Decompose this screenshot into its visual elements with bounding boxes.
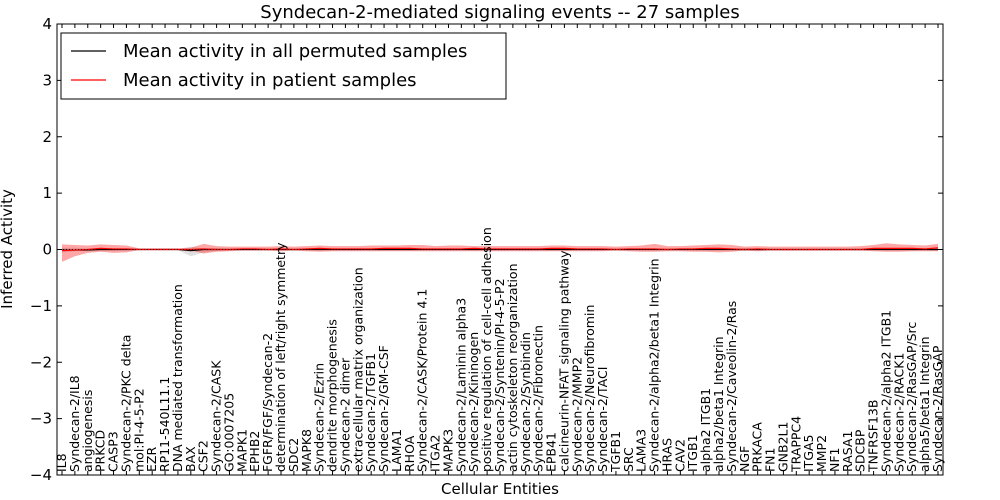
x-category-label: determination of left/right symmetry — [273, 242, 288, 472]
x-category-label: alpha2/beta1 Integrin — [711, 336, 726, 472]
x-category-label: Syndecan-2/Syntenin/PI-4-5-P2 — [492, 278, 507, 472]
x-category-label: SRC — [621, 447, 636, 472]
x-category-label: PRKACA — [750, 422, 765, 472]
x-category-label: CSF2 — [196, 440, 211, 472]
x-category-label: TNFRSF13B — [866, 400, 881, 473]
x-category-label: MAPK1 — [234, 429, 249, 472]
x-category-label: NF1 — [827, 447, 842, 472]
y-tick-label: 0 — [42, 241, 52, 259]
x-category-label: Syndecan-2/Neurofibromin — [582, 305, 597, 472]
x-category-label: SDC2 — [286, 438, 301, 472]
x-category-label: Syndecan-2/CASK — [209, 360, 224, 472]
series-line-1 — [61, 247, 939, 252]
x-category-label: EPHB2 — [247, 431, 262, 472]
x-category-label: IL8 — [54, 453, 69, 472]
x-category-label: BAX — [183, 446, 198, 472]
x-category-label: LAMA3 — [634, 429, 649, 472]
x-category-label: Syndecan-2/CASK/Protein 4.1 — [415, 289, 430, 472]
x-category-label: PRKCD — [93, 430, 108, 472]
y-tick-label: −2 — [30, 353, 52, 371]
x-category-label: FGFR/FGF/Syndecan-2 — [260, 333, 275, 472]
x-axis-ticks — [61, 24, 939, 475]
x-axis-label: Cellular Entities — [441, 480, 559, 498]
x-category-label: Syndecan-2/Caveolin-2/Ras — [724, 301, 739, 472]
x-category-label: NGF — [737, 446, 752, 472]
x-category-label: EPB41 — [544, 432, 559, 472]
x-category-label: alpha2 ITGB1 — [698, 388, 713, 472]
plot-area: −4 −3 −2 −1 0 1 2 3 4 IL8Syndecan-2/IL8angiogene… — [30, 15, 945, 484]
x-category-label: Syndecan-2/alpha2 ITGB1 — [878, 310, 893, 472]
legend-box — [60, 32, 507, 100]
x-category-label: extracellular matrix organization — [350, 267, 365, 472]
x-category-label: Syndecan-2/RasGAP — [930, 345, 945, 472]
x-category-label: Syndecan-2/RACK1 — [891, 353, 906, 472]
legend-label-permuted: Mean activity in all permuted samples — [123, 41, 467, 62]
x-category-label: dendrite morphogenesis — [325, 319, 340, 472]
x-category-label: HRAS — [659, 438, 674, 472]
x-category-label: FN1 — [763, 448, 778, 473]
x-category-label: Syndecan-2/RasGAP/Src — [904, 322, 919, 472]
x-category-label: alpha5/beta1 Integrin — [917, 336, 932, 472]
x-category-label: Syndecan-2/alpha2/beta1 Integrin — [647, 258, 662, 472]
x-category-label: TRAPPC4 — [788, 416, 803, 473]
x-category-label: Syndecan-2 dimer — [337, 357, 352, 472]
y-tick-label: 2 — [42, 128, 52, 146]
x-category-label: Syndecan-2/TGFB1 — [363, 353, 378, 472]
confidence-bands — [62, 243, 938, 262]
x-category-label: ITGB1 — [685, 434, 700, 472]
x-category-label: Syndecan-2/GM-CSF — [376, 345, 391, 472]
x-category-label: Syndecan-2/Synbindin — [518, 332, 533, 472]
x-category-label: CAV2 — [672, 439, 687, 472]
x-category-label: RASA1 — [840, 431, 855, 472]
legend: Mean activity in all permuted samples Me… — [60, 32, 507, 100]
y-tick-label: −4 — [30, 466, 52, 484]
x-axis-category-labels: IL8Syndecan-2/IL8angiogenesisPRKCDCASP3S… — [54, 227, 945, 473]
x-category-label: Syndecan-2/IL8 — [67, 375, 82, 472]
y-axis-label: Inferred Activity — [0, 189, 16, 309]
x-category-label: EZR — [144, 447, 159, 472]
y-tick-label: 1 — [42, 184, 52, 202]
x-category-label: RHOA — [402, 435, 417, 472]
y-tick-label: 4 — [42, 15, 52, 33]
plot-frame — [56, 23, 944, 476]
x-category-label: Syndecan-2/TACI — [595, 367, 610, 472]
x-category-label: Syndecan-2/Laminin alpha3 — [453, 298, 468, 472]
x-category-label: Syndecan-2/Kininogen — [466, 332, 481, 472]
x-category-label: GO:0007205 — [221, 393, 236, 472]
x-category-label: ITGA2 — [428, 434, 443, 472]
chart-title: Syndecan-2-mediated signaling events -- … — [260, 2, 739, 23]
y-axis-ticks: −4 −3 −2 −1 0 1 2 3 4 — [30, 15, 943, 484]
x-category-label: ITGA5 — [801, 434, 816, 472]
x-category-label: CASP3 — [106, 431, 121, 472]
x-category-label: RP11-540L11.1 — [157, 377, 172, 472]
x-category-label: Syndecan-2/MMP2 — [569, 357, 584, 472]
x-category-label: DNA mediated transformation — [170, 284, 185, 472]
x-category-label: MAPK3 — [440, 429, 455, 472]
y-tick-label: −1 — [30, 297, 52, 315]
x-category-label: Syndecan-2/Ezrin — [312, 363, 327, 472]
x-category-label: MAPK8 — [299, 429, 314, 472]
legend-label-patient: Mean activity in patient samples — [123, 70, 417, 91]
x-category-label: LAMA1 — [389, 429, 404, 472]
x-category-label: TGFB1 — [608, 431, 623, 473]
x-category-label: mol:PI-4-5-P2 — [131, 388, 146, 472]
x-category-label: positive regulation of cell-cell adhesio… — [479, 227, 494, 472]
x-category-label: Syndecan-2/Fibronectin — [531, 325, 546, 472]
x-category-label: actin cytoskeleton reorganization — [505, 263, 520, 472]
x-category-label: MMP2 — [814, 435, 829, 472]
x-category-label: SDCBP — [853, 429, 868, 472]
x-category-label: GNB2L1 — [775, 422, 790, 472]
y-tick-label: −3 — [30, 410, 52, 428]
x-category-label: angiogenesis — [80, 390, 95, 472]
x-category-label: Syndecan-2/PKC delta — [118, 335, 133, 472]
series-lines — [61, 247, 939, 252]
x-category-label: calcineurin-NFAT signaling pathway — [556, 250, 571, 472]
y-tick-label: 3 — [42, 71, 52, 89]
